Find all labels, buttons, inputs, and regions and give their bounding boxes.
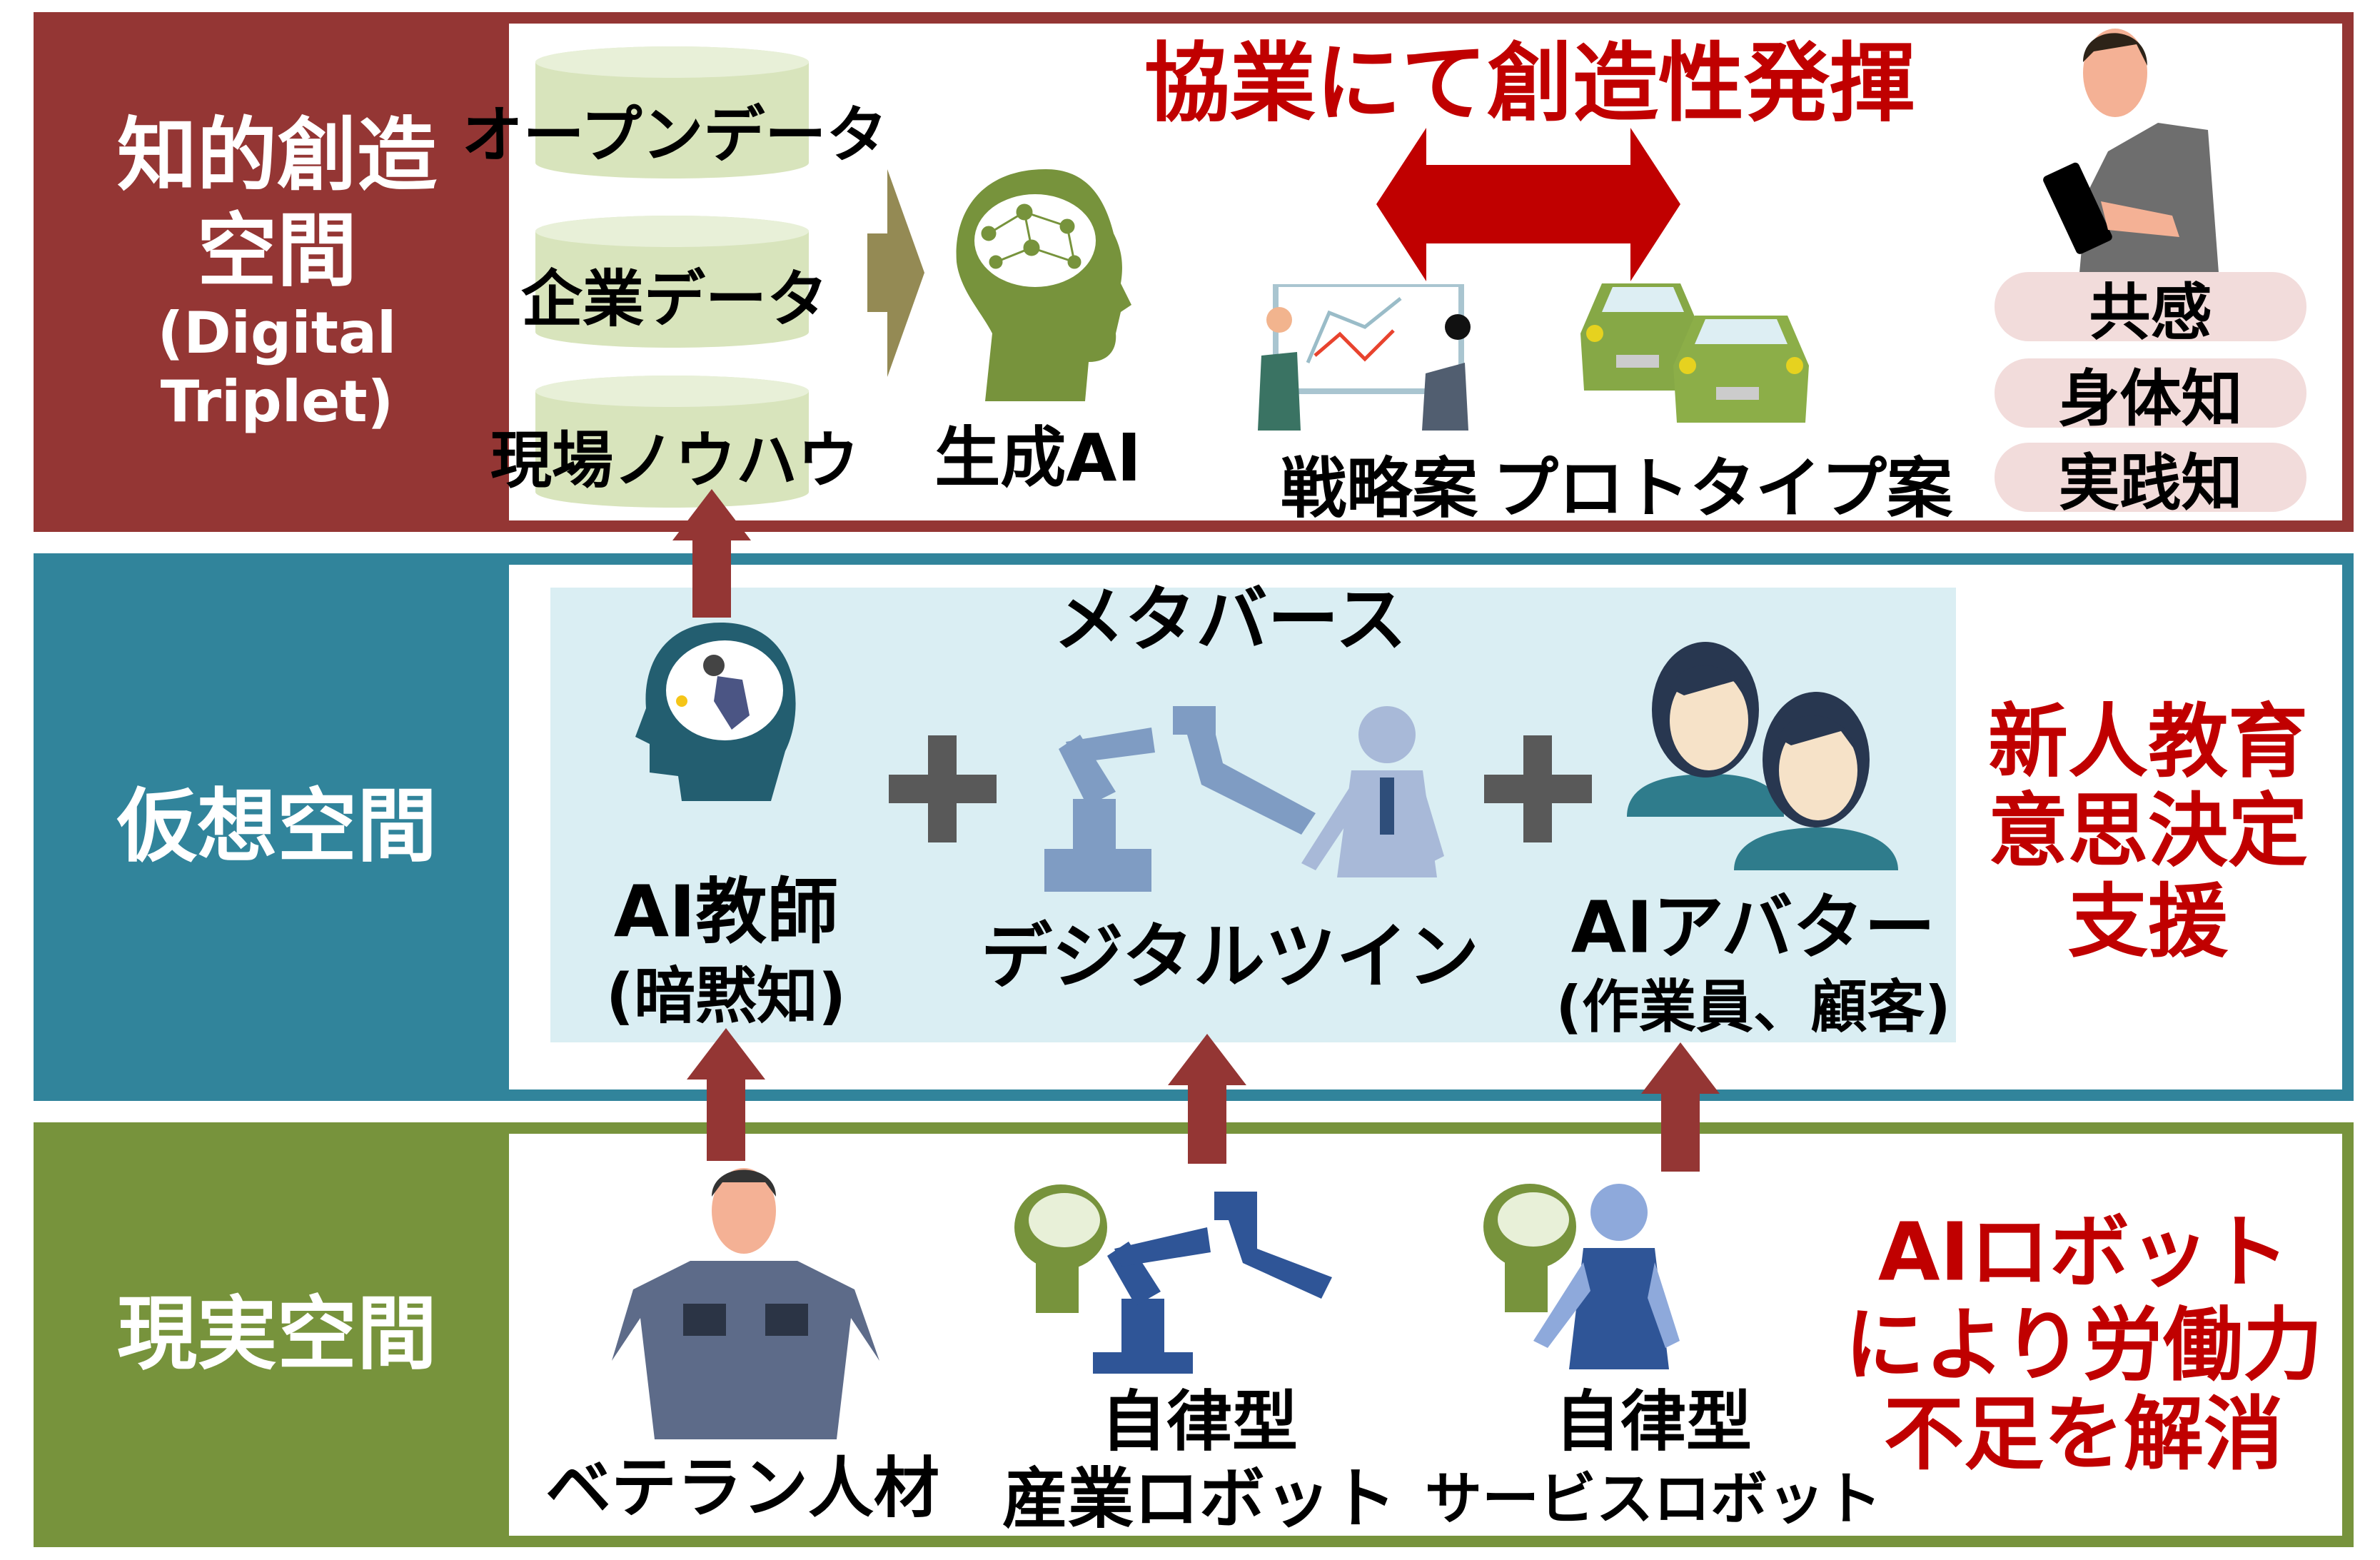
data-cylinder (535, 376, 809, 508)
ai-avatar-label: AIアバター (1570, 885, 1936, 970)
veteran-worker-icon (612, 1168, 879, 1439)
service-robot-label-1: 自律型 (1554, 1384, 1753, 1461)
band-label: 現実空間 (45, 1134, 509, 1536)
prototype-cars-icon (1580, 283, 1809, 423)
strategy-presentation-icon (1258, 284, 1471, 431)
plus-icon (889, 735, 997, 842)
arrow-up-icon (672, 489, 751, 618)
arrow-up-icon (1168, 1034, 1246, 1164)
ai-teacher-sublabel: (暗黙知) (605, 960, 847, 1032)
middle-benefit-line: 新人教育 (1988, 695, 2308, 789)
bottom-benefit-line: 不足を解消 (1884, 1388, 2284, 1481)
digital-twin-robots-icon (1044, 706, 1444, 892)
band-label: 知的創造 空間 (Digital Triplet) (45, 24, 509, 520)
bottom-benefit-line: により労働力 (1845, 1299, 2323, 1392)
generative-ai-label: 生成AI (934, 420, 1141, 497)
label-line: 空間 (197, 205, 357, 298)
virtual-space-band: 仮想空間 (34, 553, 2354, 1101)
label-text: 仮想空間 (117, 780, 437, 874)
data-cylinder (535, 216, 809, 348)
label-line: (Digital Triplet) (157, 300, 397, 436)
middle-benefit-line: 意思決定 (1988, 785, 2308, 878)
ai-teacher-head-icon (635, 623, 796, 801)
industrial-robot-icon (1014, 1184, 1332, 1374)
service-robot-label-2: サービスロボット (1425, 1466, 1882, 1532)
corporate-data-label: 企業データ (521, 263, 828, 336)
headline: 協業にて創造性発揮 (1144, 34, 1915, 134)
person-with-tablet-icon (2043, 29, 2219, 273)
prototype-label: プロトタイプ案 (1492, 451, 1953, 528)
label-line: 知的創造 (117, 109, 437, 202)
strategy-label: 戦略案 (1280, 451, 1478, 528)
ai-avatars-icon (1627, 642, 1898, 870)
middle-benefit-line: 支援 (2068, 875, 2228, 969)
ai-teacher-label: AI教師 (613, 870, 839, 954)
field-knowhow-label: 現場ノウハウ (490, 425, 859, 497)
arrow-up-icon (1641, 1042, 1720, 1172)
intellectual-creation-space-band: 知的創造 空間 (Digital Triplet) (34, 12, 2354, 532)
empathy-pill: 共感 (1995, 272, 2306, 348)
metaverse-label: メタバース (1053, 578, 1407, 662)
label-text: 現実空間 (117, 1288, 437, 1382)
band-label: 仮想空間 (45, 565, 509, 1090)
industrial-robot-label-2: 産業ロボット (1002, 1461, 1397, 1538)
practical-knowledge-pill: 実践知 (1995, 443, 2306, 519)
digital-twin-label: デジタルツイン (981, 915, 1479, 999)
plus-icon (1484, 735, 1592, 842)
bottom-benefit-line: AIロボット (1877, 1206, 2290, 1299)
double-arrow-icon (1376, 128, 1680, 281)
real-space-band: 現実空間 (34, 1122, 2354, 1547)
ai-brain-head-icon (956, 169, 1131, 401)
ai-avatar-sublabel: (作業員、顧客) (1555, 974, 1951, 1040)
arrow-up-icon (687, 1028, 765, 1161)
service-robot-icon (1483, 1184, 1680, 1369)
data-cylinder (535, 46, 809, 178)
industrial-robot-label-1: 自律型 (1100, 1384, 1299, 1461)
open-data-label: オープンデータ (461, 99, 888, 171)
embodied-knowledge-pill: 身体知 (1995, 358, 2306, 435)
arrow-right-icon (867, 169, 924, 377)
veteran-label: ベテラン人材 (545, 1450, 940, 1527)
